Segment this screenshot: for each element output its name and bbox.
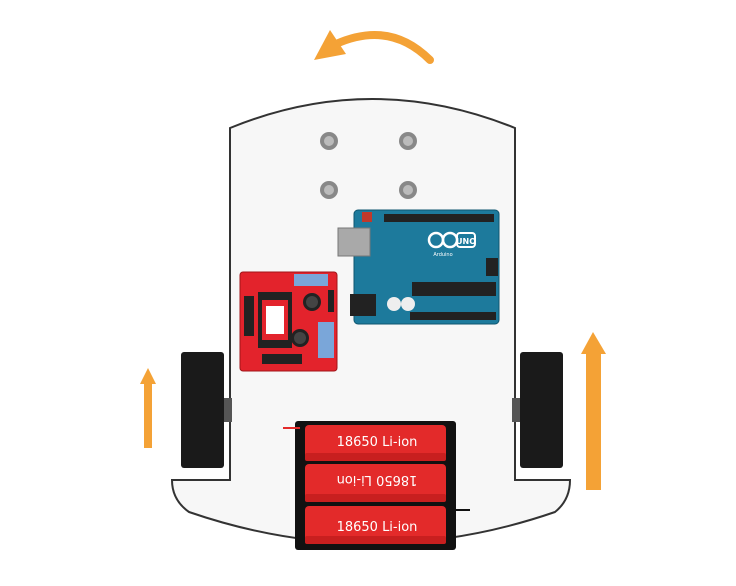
arduino-logo [427, 231, 476, 249]
mounting-holes [320, 132, 417, 199]
motor-driver-board [239, 271, 338, 372]
battery-label: 18650 Li-ion [337, 520, 418, 535]
arduino-maker-label: Arduino [433, 252, 452, 258]
battery-cell: 18650 Li-ion [305, 425, 446, 461]
mounting-hole [320, 181, 338, 199]
mounting-hole [399, 181, 417, 199]
right-forward-arrow-icon [581, 332, 606, 490]
battery-holder: 18650 Li-ion 18650 Li-ion 18650 Li-ion [283, 421, 470, 550]
mounting-hole [320, 132, 338, 150]
right-wheel [512, 352, 563, 468]
left-forward-arrow-icon [140, 368, 156, 448]
battery-cell: 18650 Li-ion [305, 506, 446, 544]
arduino-uno-board: UNO Arduino [337, 209, 500, 325]
left-wheel [181, 352, 232, 468]
arduino-brand-label: UNO [456, 237, 476, 246]
battery-label: 18650 Li-ion [337, 472, 418, 487]
rotation-arrow-icon [314, 30, 434, 64]
mounting-hole [399, 132, 417, 150]
battery-label: 18650 Li-ion [337, 435, 418, 450]
battery-cell: 18650 Li-ion [305, 464, 446, 502]
